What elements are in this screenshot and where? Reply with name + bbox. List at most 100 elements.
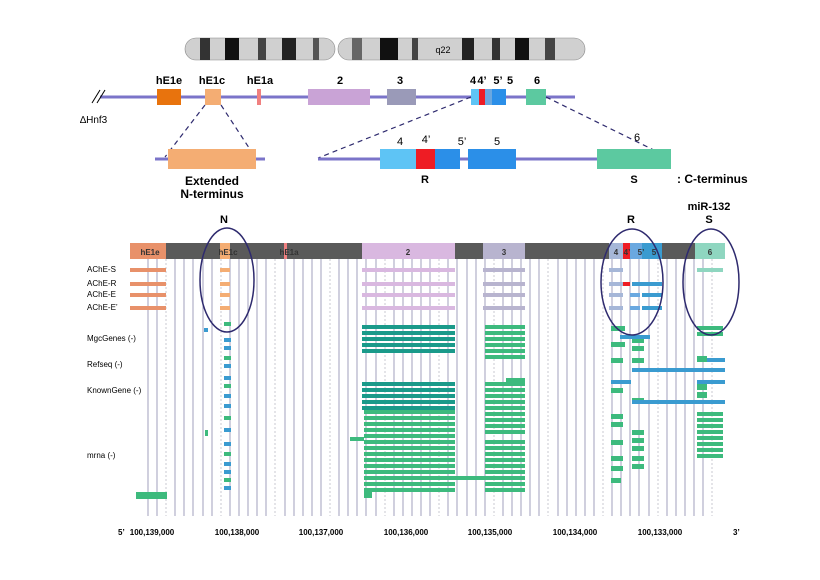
- chromosome-band-label: q22: [435, 45, 450, 55]
- extended-n-terminus-box: [168, 149, 256, 169]
- exon-label-4prime: 4’: [477, 75, 486, 87]
- exon-6: [526, 89, 546, 105]
- exon-label-6: 6: [534, 75, 540, 87]
- track-bar: [632, 346, 644, 351]
- header-exon-5: [642, 243, 662, 259]
- track-bar: [485, 476, 525, 480]
- header-exon-3: [483, 243, 525, 259]
- track-label-refseq: Refseq (-): [87, 360, 123, 369]
- header-exon-6: [695, 243, 725, 259]
- track-bar: [485, 355, 525, 359]
- detail-label-4: 4: [397, 136, 403, 148]
- track-bar: [697, 418, 723, 422]
- track-bar: [485, 482, 525, 486]
- track-bar: [611, 388, 623, 393]
- track-bar: [611, 358, 623, 363]
- isoform-bar: [483, 282, 525, 286]
- axis-end-label: 3’: [733, 528, 740, 537]
- isoform-bar: [483, 293, 525, 297]
- track-bar: [485, 424, 525, 428]
- position-axis: 5’ 3’ 100,139,000 100,138,000 100,137,00…: [118, 528, 740, 537]
- track-bar: [362, 337, 455, 341]
- isoform-bar: [362, 268, 455, 272]
- exon-4prime: [479, 89, 485, 105]
- isoform-bar: [130, 293, 166, 297]
- isoform-bar: [220, 293, 230, 297]
- exon-5: [492, 89, 506, 105]
- isoform-label-achE-E: AChE-E: [87, 290, 116, 299]
- track-bar: [485, 406, 525, 410]
- track-bar: [350, 437, 364, 441]
- detail-view: Extended N-terminus 4 4’ 5’ 5 6 R S : C-…: [155, 132, 748, 201]
- isoform-bar: [220, 268, 230, 272]
- track-bar: [611, 342, 625, 347]
- track-bar: [632, 358, 644, 363]
- header-label-2: 2: [406, 248, 411, 257]
- n-term-label-1: Extended: [185, 174, 239, 188]
- track-bar: [362, 325, 455, 329]
- header-label-3: 3: [502, 248, 507, 257]
- isoform-bar: [483, 268, 525, 272]
- isoform-label-achE-S: AChE-S: [87, 265, 116, 274]
- isoform-bar: [130, 282, 166, 286]
- exon-5prime: [485, 89, 492, 105]
- track-bar: [611, 414, 623, 419]
- exon-label-2: 2: [337, 75, 343, 87]
- isoform-bar: [362, 306, 455, 310]
- track-bar: [224, 416, 231, 420]
- track-bar: [362, 343, 455, 347]
- track-bar: [611, 380, 631, 384]
- circle-label-n: N: [220, 214, 228, 226]
- track-bar: [697, 392, 707, 398]
- track-bar: [224, 394, 231, 398]
- exon-4: [471, 89, 479, 105]
- axis-tick-label: 100,139,000: [130, 528, 175, 537]
- track-bar: [485, 452, 525, 456]
- track-bar: [364, 492, 372, 498]
- track-bar: [485, 394, 525, 398]
- track-bar: [224, 404, 231, 408]
- isoform-bar: [630, 306, 640, 310]
- exon-hE1e: [157, 89, 181, 105]
- header-exon-4: [609, 243, 623, 259]
- isoform-bar: [609, 306, 623, 310]
- axis-tick-label: 100,136,000: [384, 528, 429, 537]
- exon-3: [387, 89, 416, 105]
- detail-label-5prime: 5’: [458, 136, 467, 148]
- track-bar: [224, 486, 231, 490]
- track-bar: [485, 343, 525, 347]
- header-label-hE1c: hE1c: [218, 248, 238, 257]
- track-bar: [485, 382, 525, 386]
- isoform-bar: [642, 306, 662, 310]
- track-bar: [506, 378, 525, 382]
- track-bar: [362, 388, 455, 392]
- track-bar: [697, 332, 723, 336]
- genome-browser: hE1e hE1c hE1a 2 3 4 4’ 5’ 5 6 AChE-S AC…: [87, 201, 740, 537]
- exon-label-5prime: 5’: [493, 75, 502, 87]
- isoform-bar: [609, 282, 623, 286]
- isoform-bar: [130, 268, 166, 272]
- track-bar: [697, 454, 723, 458]
- track-bar: [224, 364, 231, 368]
- r-label: R: [421, 174, 429, 186]
- detail-label-6: 6: [634, 132, 640, 144]
- detail-exon-5prime: [435, 149, 460, 169]
- track-bar: [697, 448, 723, 452]
- detail-label-4prime: 4’: [422, 134, 431, 146]
- exon-label-3: 3: [397, 75, 403, 87]
- track-bar: [697, 384, 707, 390]
- track-bar: [224, 338, 231, 342]
- exon-hE1a: [257, 89, 261, 105]
- circle-label-s: S: [705, 214, 712, 226]
- track-bar: [362, 394, 455, 398]
- isoform-bar: [483, 306, 525, 310]
- track-bar: [697, 380, 725, 384]
- track-bar: [362, 400, 455, 404]
- track-bar: [362, 382, 455, 386]
- axis-start-label: 5’: [118, 528, 125, 537]
- track-bar: [364, 476, 455, 480]
- track-bar: [697, 356, 707, 362]
- track-bar: [485, 337, 525, 341]
- circle-n-terminus: [199, 227, 255, 333]
- track-bar: [632, 400, 725, 404]
